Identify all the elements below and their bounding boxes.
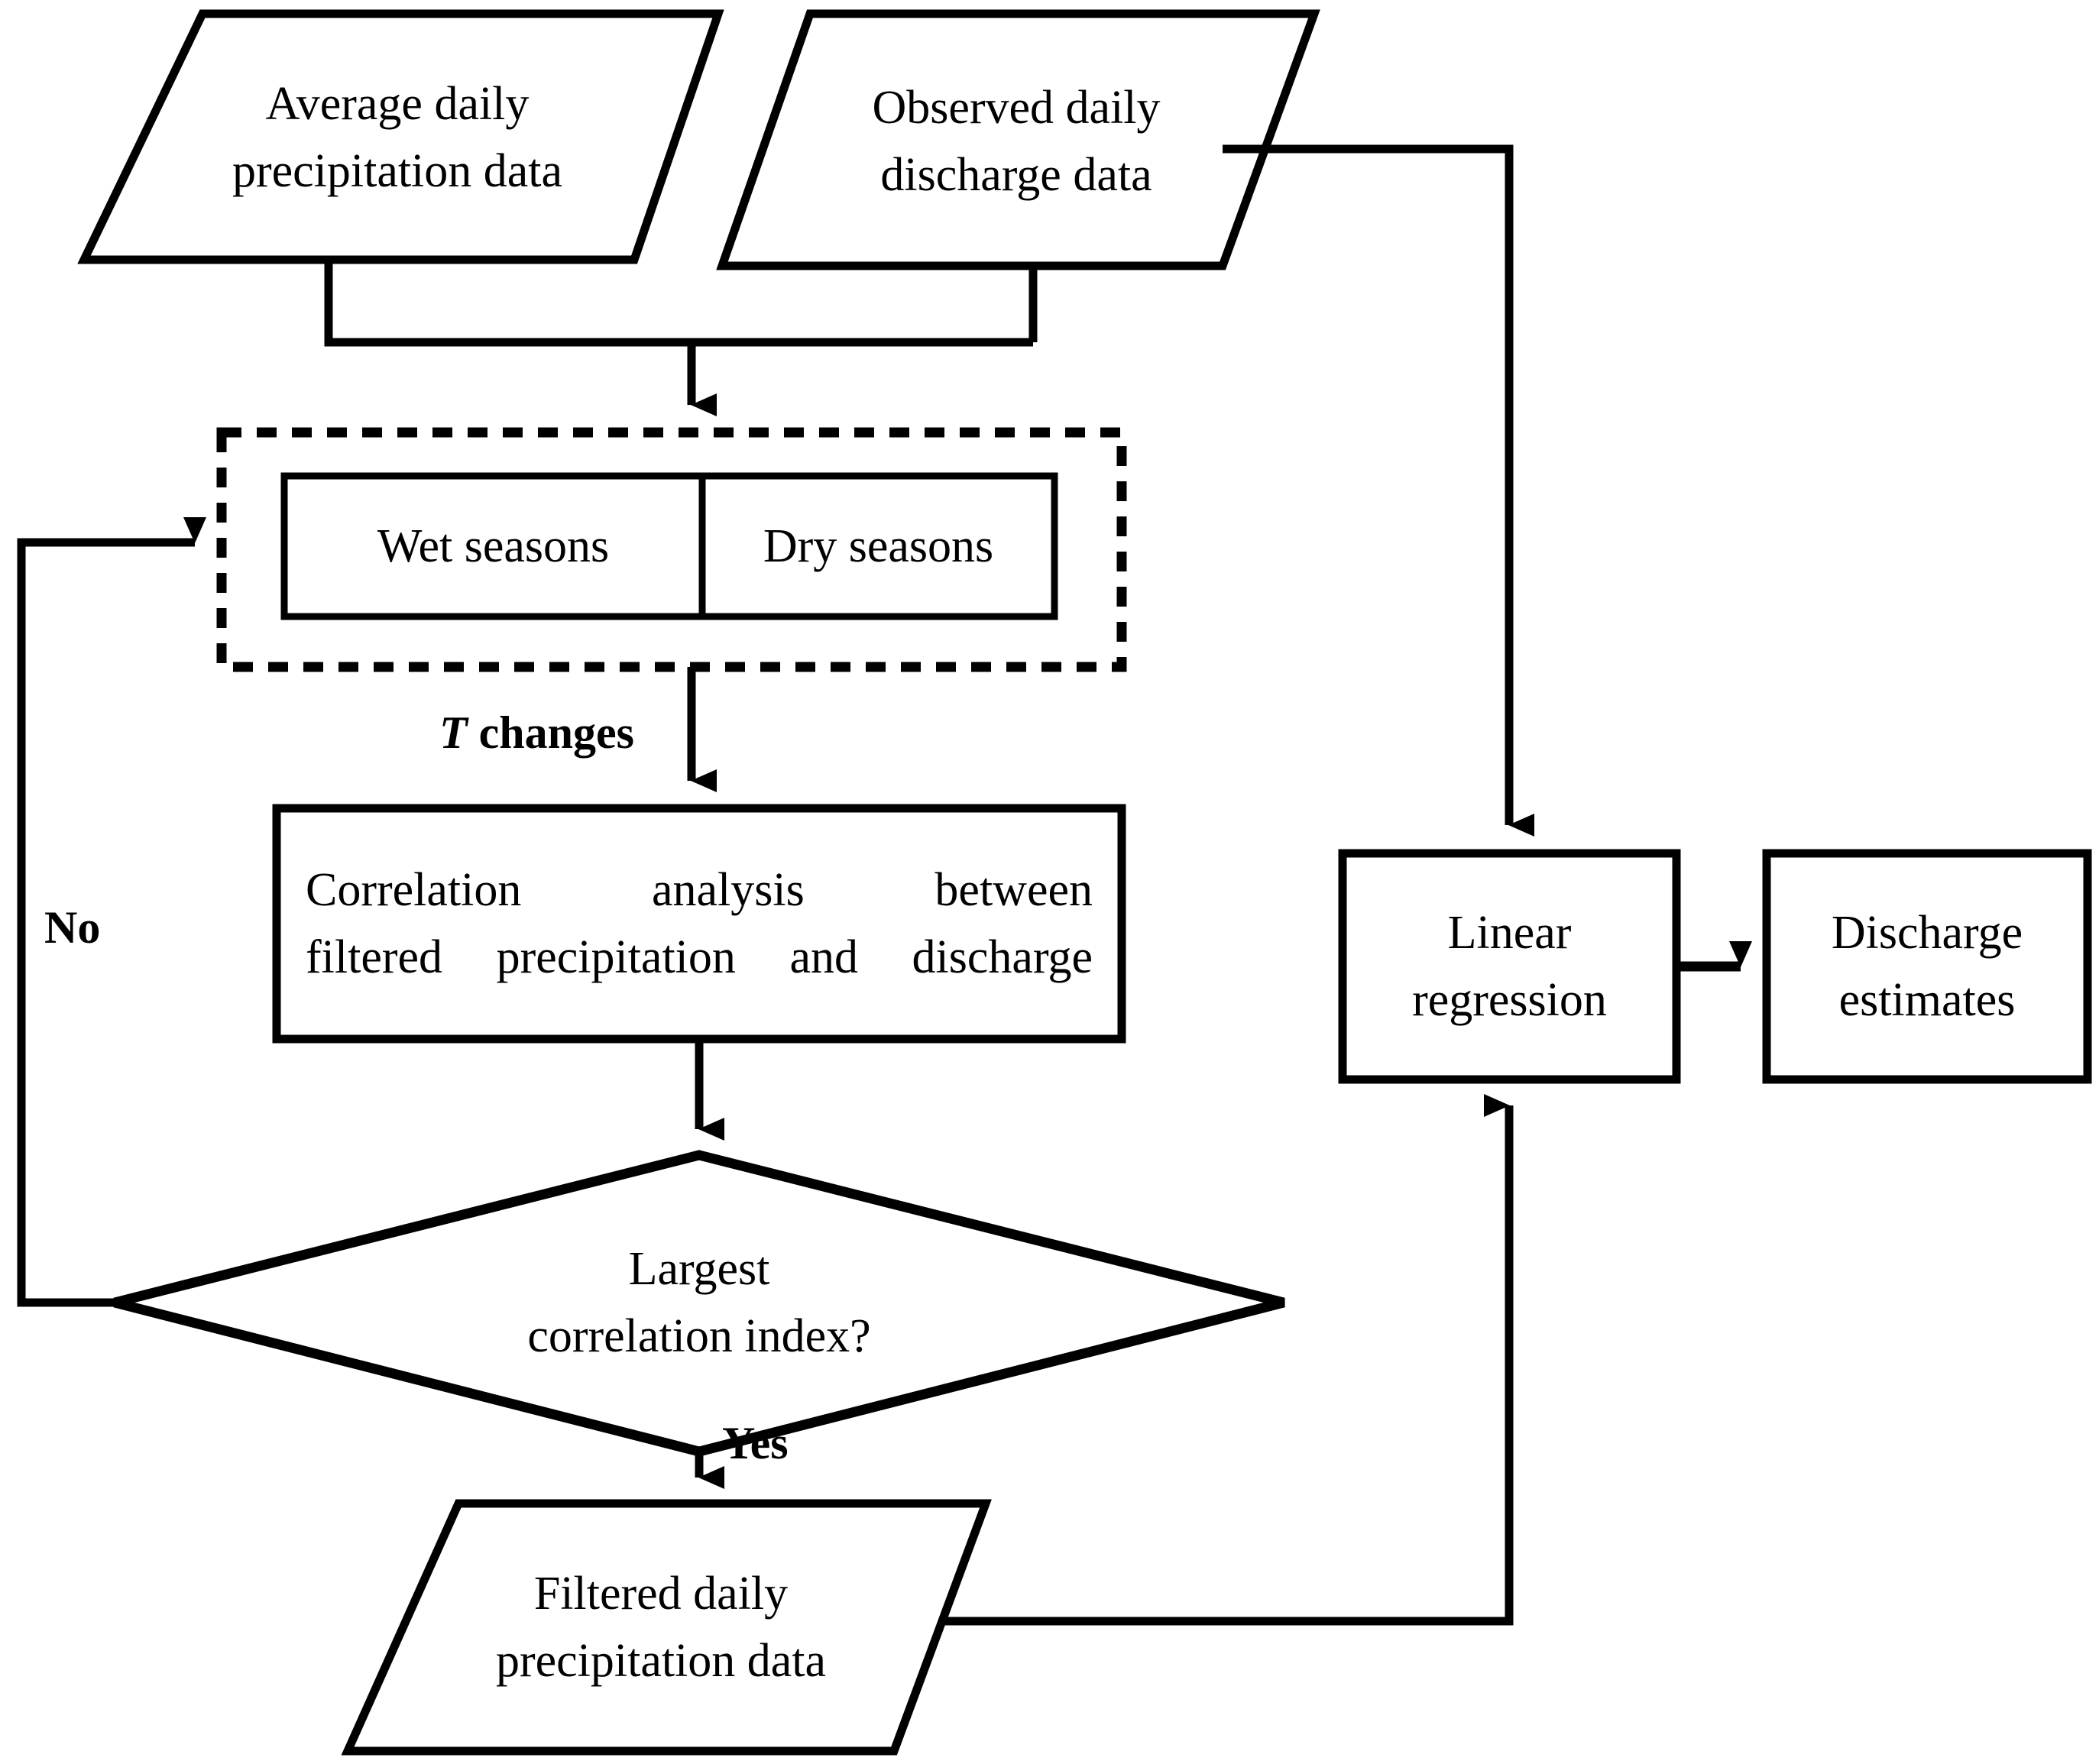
node-discharge-estimates-shape <box>1762 849 2092 1084</box>
node-avg-precip-shape <box>77 9 724 264</box>
node-filtered-precip-shape <box>341 1499 992 1756</box>
connector-inputs-merge <box>324 260 1033 347</box>
node-dry-seasons-shape <box>698 472 1058 620</box>
node-linear-regression-shape <box>1338 849 1681 1084</box>
node-decision-shape <box>113 1150 1285 1457</box>
edge-label-t-changes: T changes <box>439 707 635 758</box>
connector-filtered-to-linear-regression <box>940 1094 1514 1626</box>
node-obs-discharge-shape <box>716 9 1320 270</box>
connector-obs-discharge-to-linear-regression <box>1223 144 1534 837</box>
edge-label-no: No <box>44 902 101 953</box>
edge-label-yes: Yes <box>722 1418 789 1468</box>
node-correlation-shape <box>272 804 1126 1044</box>
node-wet-seasons-shape <box>280 472 706 620</box>
connector-decision-no-loop <box>17 517 206 1307</box>
